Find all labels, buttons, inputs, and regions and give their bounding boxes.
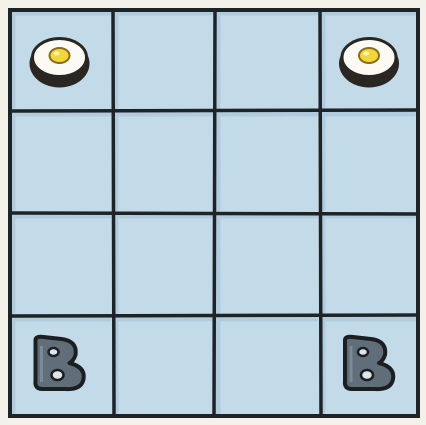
board-cell-r2-c2[interactable]	[215, 213, 320, 316]
grid-line-horizontal-2	[10, 213, 418, 214]
grid-line-horizontal-3	[10, 315, 418, 316]
b-hole-bottom	[52, 370, 64, 380]
board-cell-r0-c1[interactable]	[113, 10, 215, 111]
board-cell-r2-c0[interactable]	[10, 213, 113, 316]
b-hole-top	[49, 348, 59, 356]
b-hole-bottom	[361, 370, 373, 380]
board-cell-r2-c1[interactable]	[113, 213, 215, 316]
board-cell-r3-c1[interactable]	[113, 316, 215, 416]
board-cell-r0-c2[interactable]	[215, 10, 320, 111]
board-cell-r1-c3[interactable]	[320, 111, 418, 213]
egg-piece-right[interactable]	[339, 39, 399, 88]
board-cell-r2-c3[interactable]	[320, 213, 418, 316]
b-hole-top	[358, 348, 368, 356]
board-cell-r1-c2[interactable]	[215, 111, 320, 213]
egg-piece-left[interactable]	[30, 39, 90, 88]
board-cell-r3-c2[interactable]	[215, 316, 320, 416]
board-cell-r1-c0[interactable]	[10, 111, 113, 213]
board-cell-r1-c1[interactable]	[113, 111, 215, 213]
grid-line-vertical-3	[320, 10, 321, 416]
